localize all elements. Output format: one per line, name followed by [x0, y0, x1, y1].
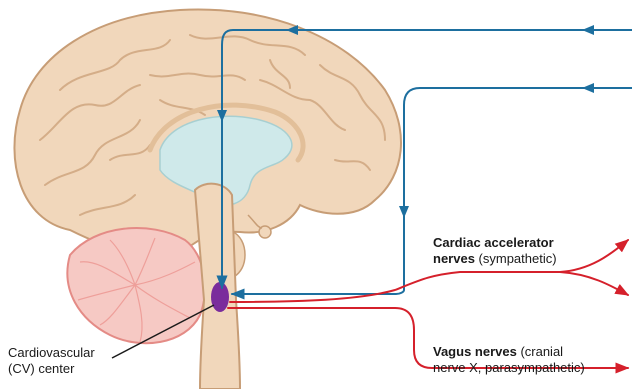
cardiac-accelerator-line2-rest: (sympathetic) — [475, 251, 557, 266]
cardiac-accelerator-line2-bold: nerves — [433, 251, 475, 266]
vagus-line2: nerve X, parasympathetic) — [433, 360, 585, 375]
cardiac-accelerator-nerve — [230, 240, 628, 302]
vagus-label: Vagus nerves (cranial nerve X, parasympa… — [433, 344, 585, 376]
cv-center-label: Cardiovascular (CV) center — [8, 345, 95, 377]
cardiac-accelerator-nerve-branch — [560, 272, 628, 295]
cv-center-line2: (CV) center — [8, 361, 95, 377]
cardiac-accelerator-label: Cardiac accelerator nerves (sympathetic) — [433, 235, 557, 267]
cardiac-accelerator-line1: Cardiac accelerator — [433, 235, 554, 250]
vagus-line1-rest: (cranial — [517, 344, 563, 359]
cv-center — [211, 282, 229, 312]
vagus-line1-bold: Vagus nerves — [433, 344, 517, 359]
cv-center-line1: Cardiovascular — [8, 345, 95, 361]
